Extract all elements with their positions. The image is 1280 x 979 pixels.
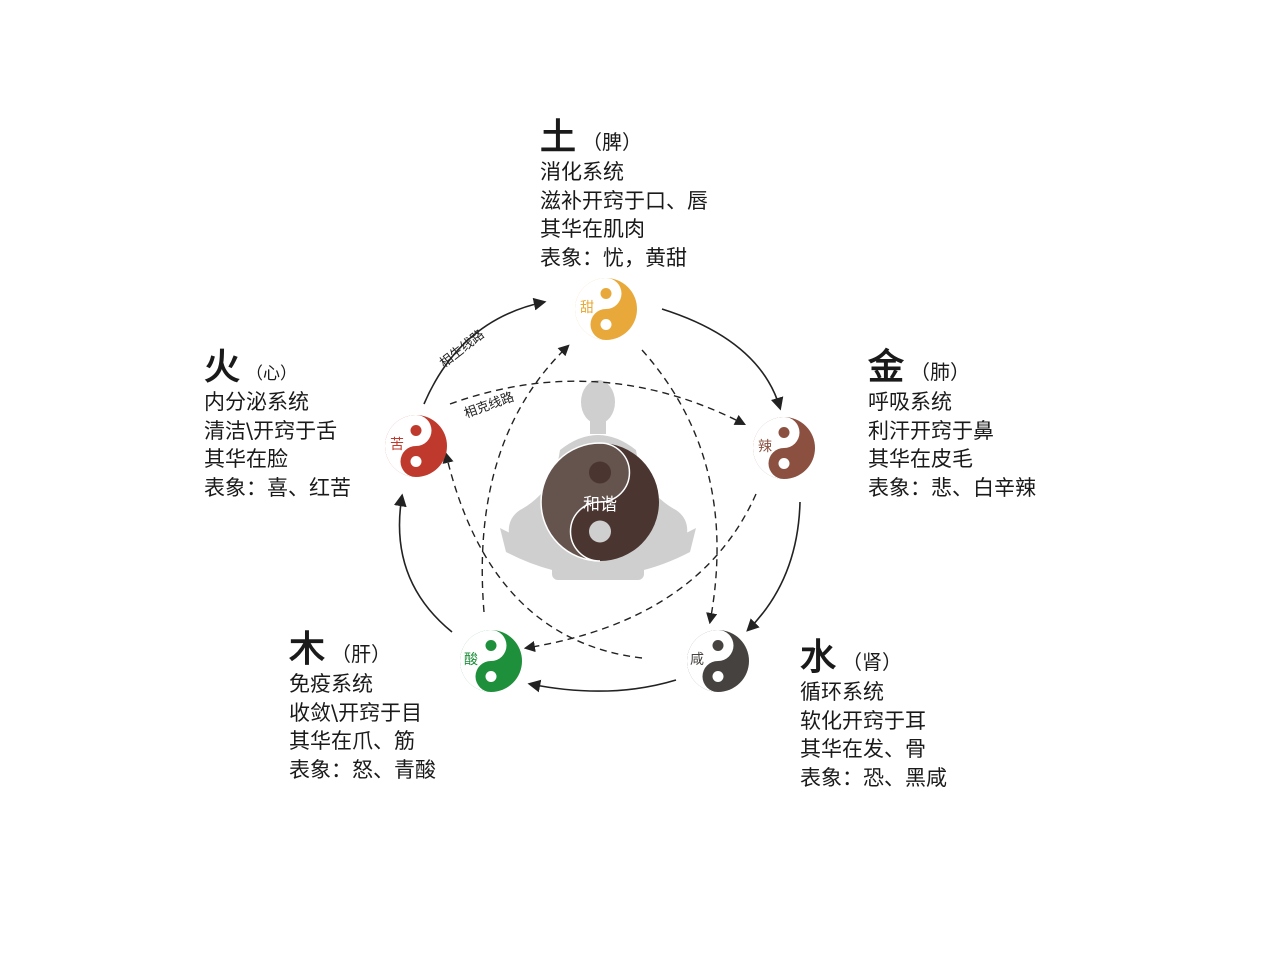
element-line: 表象：怒、青酸 xyxy=(289,757,436,782)
element-line: 循环系统 xyxy=(800,680,884,704)
node-earth-yinyang xyxy=(575,278,637,340)
sheng-arrow-earth-metal xyxy=(661,308,784,411)
node-water-yinyang xyxy=(687,630,749,692)
element-block-water: 水 （肾） 循环系统 软化开窍于耳 其华在发、骨 表象：恐、黑咸 xyxy=(800,638,947,792)
element-title-earth: 土 （脾） xyxy=(540,118,708,158)
element-char-fire: 火 xyxy=(204,347,241,388)
node-metal-taste: 辣 xyxy=(758,439,772,455)
element-line: 消化系统 xyxy=(540,160,624,184)
element-organ-water: （肾） xyxy=(842,650,903,674)
element-line: 软化开窍于耳 xyxy=(800,708,926,733)
element-line: 收敛\开窍于目 xyxy=(289,700,423,725)
element-line: 其华在发、骨 xyxy=(800,737,926,761)
element-block-wood: 木 （肝） 免疫系统 收敛\开窍于目 其华在爪、筋 表象：怒、青酸 xyxy=(289,630,436,784)
sheng-arrow-metal-water xyxy=(746,501,801,632)
ke-arrow-wood-earth xyxy=(481,344,570,613)
ke-path-label: 相克线路 xyxy=(462,389,516,422)
center-yinyang xyxy=(540,442,659,562)
node-water-taste: 咸 xyxy=(690,652,704,668)
element-line: 表象：悲、白辛辣 xyxy=(868,475,1036,500)
element-line: 表象：喜、红苦 xyxy=(204,475,351,500)
sheng-arrow-water-wood xyxy=(527,679,677,693)
element-char-water: 水 xyxy=(800,637,837,678)
element-line: 清洁\开窍于舌 xyxy=(204,418,338,443)
node-wood-yinyang xyxy=(460,630,522,692)
element-line: 表象：恐、黑咸 xyxy=(800,765,947,790)
element-line: 利汗开窍于鼻 xyxy=(868,418,994,443)
sheng-arrow-fire-earth xyxy=(423,297,547,405)
element-line: 其华在脸 xyxy=(204,447,288,471)
element-char-earth: 土 xyxy=(540,117,577,158)
element-block-metal: 金 （肺） 呼吸系统 利汗开窍于鼻 其华在皮毛 表象：悲、白辛辣 xyxy=(868,348,1036,502)
node-fire-taste: 苦 xyxy=(390,437,404,453)
ke-arrow-water-fire xyxy=(442,451,643,659)
center-label: 和谐 xyxy=(583,495,617,515)
element-line: 其华在爪、筋 xyxy=(289,729,415,753)
ke-cycle xyxy=(442,344,757,659)
element-title-wood: 木 （肝） xyxy=(289,630,436,670)
element-title-metal: 金 （肺） xyxy=(868,348,1036,388)
node-earth-taste: 甜 xyxy=(580,300,594,316)
element-line: 其华在肌肉 xyxy=(540,217,645,241)
element-organ-fire: （心） xyxy=(246,364,298,384)
element-line: 滋补开窍于口、唇 xyxy=(540,188,708,213)
element-block-fire: 火 （心） 内分泌系统 清洁\开窍于舌 其华在脸 表象：喜、红苦 xyxy=(204,348,351,502)
node-metal-yinyang xyxy=(753,417,815,479)
element-title-fire: 火 （心） xyxy=(204,348,351,388)
element-organ-earth: （脾） xyxy=(582,130,643,154)
element-organ-wood: （肝） xyxy=(331,642,392,666)
element-line: 免疫系统 xyxy=(289,672,373,696)
element-title-water: 水 （肾） xyxy=(800,638,947,678)
element-char-wood: 木 xyxy=(289,629,326,670)
node-fire-yinyang xyxy=(385,415,447,477)
element-line: 呼吸系统 xyxy=(868,390,952,414)
element-line: 内分泌系统 xyxy=(204,390,309,414)
sheng-path-label: 相生线路 xyxy=(437,327,488,372)
element-line: 表象：忧，黄甜 xyxy=(540,245,687,270)
ke-arrow-metal-wood xyxy=(523,493,757,653)
element-block-earth: 土 （脾） 消化系统 滋补开窍于口、唇 其华在肌肉 表象：忧，黄甜 xyxy=(540,118,708,272)
sheng-cycle xyxy=(394,297,801,693)
node-wood-taste: 酸 xyxy=(464,652,478,668)
sheng-arrow-wood-fire xyxy=(394,493,453,633)
element-char-metal: 金 xyxy=(868,347,905,388)
element-organ-metal: （肺） xyxy=(910,360,971,384)
ke-arrow-fire-metal xyxy=(449,380,746,426)
ke-arrow-earth-water xyxy=(641,349,718,625)
element-line: 其华在皮毛 xyxy=(868,447,973,471)
